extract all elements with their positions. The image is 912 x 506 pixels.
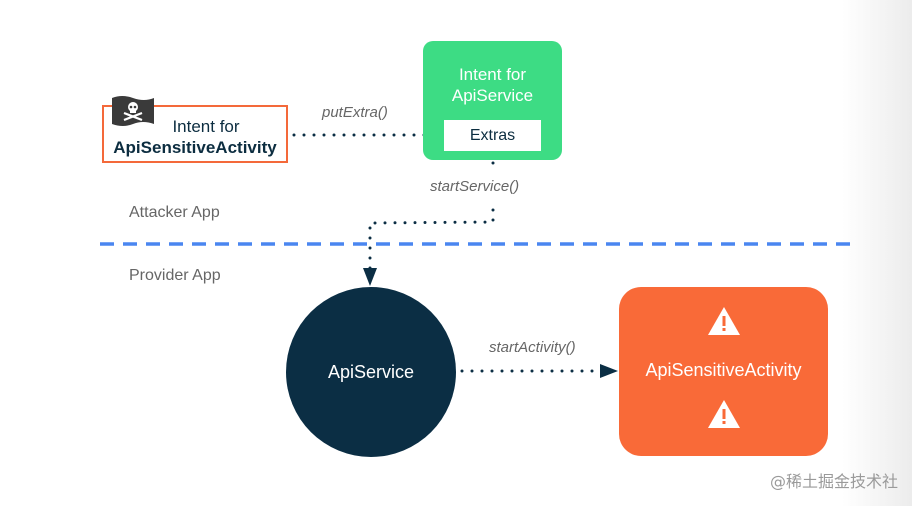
attacker-intent-line1: Intent for [172, 117, 240, 136]
api-service-label: ApiService [327, 362, 415, 382]
pirate-flag-icon [112, 96, 154, 126]
start-activity-arrowhead [600, 364, 618, 378]
watermark: @稀土掘金技术社 [770, 472, 899, 491]
start-service-arrowhead [363, 268, 377, 286]
put-extra-label: putExtra() [322, 104, 388, 121]
start-service-path [368, 208, 495, 270]
warning-icon [708, 307, 740, 335]
start-service-label: startService() [430, 178, 520, 195]
attacker-intent-line2: ApiSensitiveActivity [113, 138, 277, 157]
api-sensitive-activity-label: ApiSensitiveActivity [645, 360, 802, 380]
extras-box: Extras [444, 120, 541, 151]
intent-for-service-title-line2: ApiService [451, 86, 534, 105]
attacker-app-label: Attacker App [129, 204, 220, 221]
start-activity-label: startActivity() [489, 339, 576, 356]
intent-for-service-box: Intent for ApiService Extras [423, 41, 562, 160]
intent-for-service-title: Intent for ApiService [423, 64, 562, 106]
api-sensitive-activity-node: ApiSensitiveActivity [619, 287, 828, 456]
api-service-node: ApiService [286, 287, 456, 457]
right-edge-fade [842, 0, 912, 506]
provider-app-label: Provider App [129, 267, 221, 284]
intent-for-service-title-line1: Intent for [458, 65, 527, 84]
warning-icon [708, 400, 740, 428]
attacker-intent-box: Intent for ApiSensitiveActivity [102, 105, 288, 163]
